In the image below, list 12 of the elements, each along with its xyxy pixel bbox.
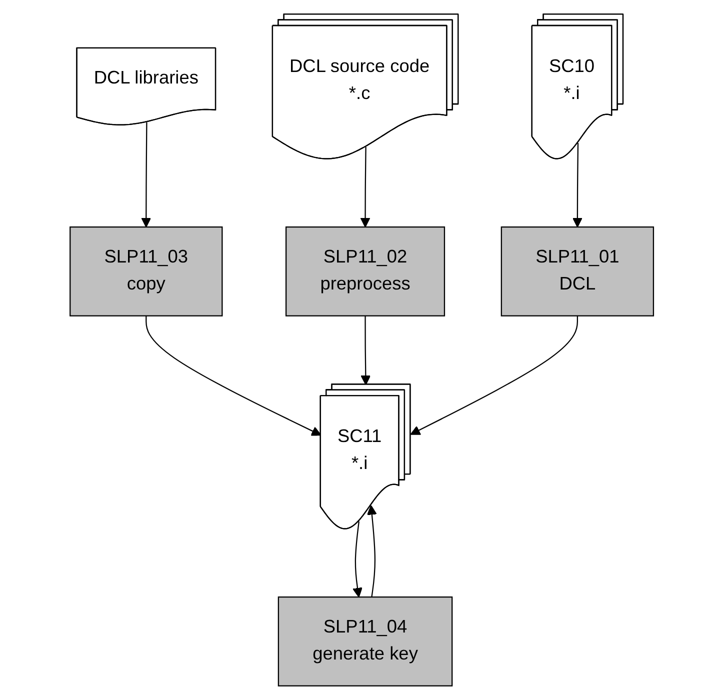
arrow (360, 147, 370, 228)
node-box: SLP11_01 DCL (500, 226, 654, 316)
node-box: SLP11_02 preprocess (285, 226, 445, 316)
arrow (352, 521, 362, 598)
arrow (140, 122, 151, 228)
arrow (572, 143, 582, 228)
arrow (410, 316, 578, 435)
arrow (145, 316, 322, 436)
node-box: SLP11_03 copy (69, 226, 222, 316)
node-box: SLP11_04 generate key (278, 596, 452, 686)
arrow (360, 316, 370, 386)
arrow (366, 505, 377, 598)
